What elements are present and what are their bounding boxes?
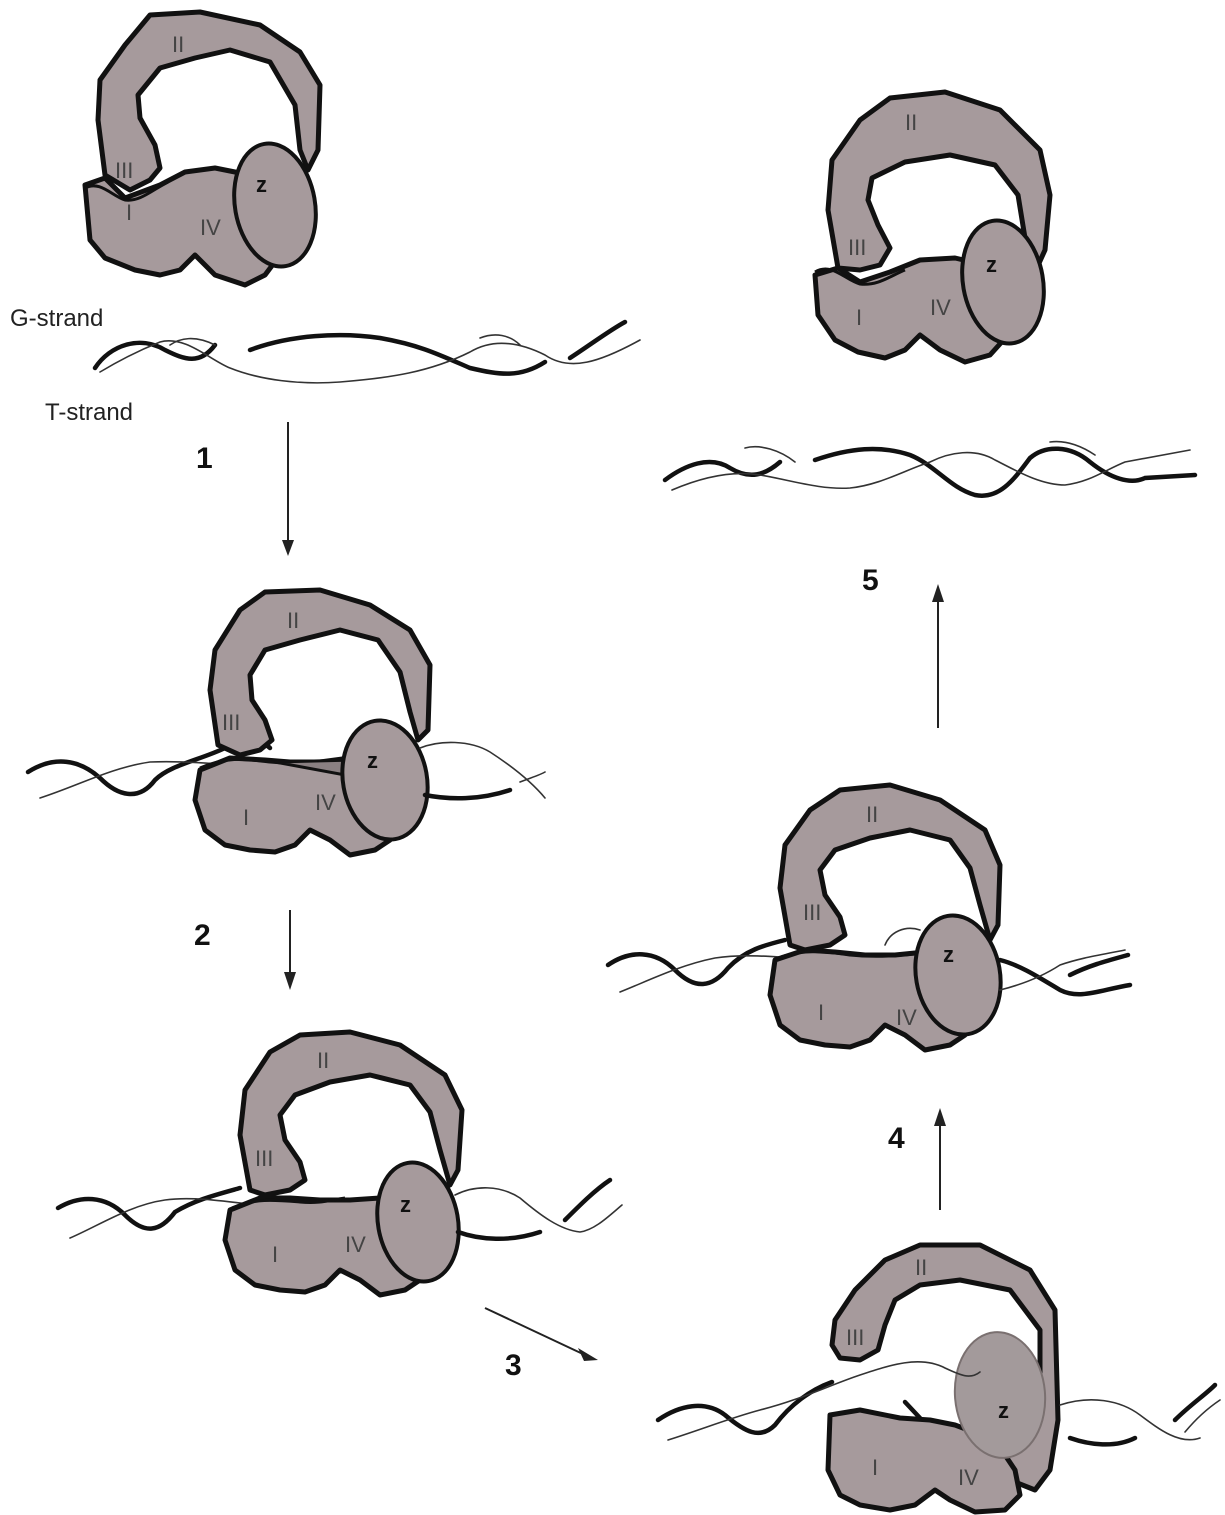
g-strand-label: G-strand (10, 305, 103, 332)
step-3-arrow: 3 (485, 1308, 598, 1382)
step-1-arrow: 1 (196, 422, 294, 556)
domain-label-ii: II (915, 1255, 927, 1280)
domain-label-iv: IV (345, 1232, 366, 1257)
domain-label-i: I (272, 1242, 278, 1267)
step-5-arrow: 5 (862, 564, 944, 728)
domain-label-i: I (856, 305, 862, 330)
domain-label-ii: II (287, 608, 299, 633)
domain-label-i: I (818, 1000, 824, 1025)
step-5-label: 5 (862, 564, 879, 597)
step-2-label: 2 (194, 919, 211, 952)
domain-label-i: I (243, 805, 249, 830)
domain-label-z: z (367, 748, 378, 773)
domain-label-iii: III (803, 900, 821, 925)
step-1-label: 1 (196, 442, 213, 475)
domain-label-iv: IV (896, 1005, 917, 1030)
step-4-arrow: 4 (888, 1108, 946, 1210)
domain-label-ii: II (866, 802, 878, 827)
domain-label-z: z (998, 1398, 1009, 1423)
domain-label-i: I (872, 1455, 878, 1480)
domain-label-iii: III (222, 710, 240, 735)
stage-released: II III I IV z (665, 92, 1195, 496)
domain-label-ii: II (317, 1048, 329, 1073)
g-strand-dna (95, 322, 625, 374)
step-3-label: 3 (505, 1349, 522, 1382)
stage-g-strand-cleaved: II III I IV z (58, 1032, 622, 1295)
stage-g-strand-religated: II III I IV z (608, 785, 1130, 1050)
step-2-arrow: 2 (194, 910, 296, 990)
domain-label-z: z (943, 942, 954, 967)
domain-label-ii: II (905, 110, 917, 135)
domain-label-iii: III (848, 235, 866, 260)
t-strand-label: T-strand (45, 399, 133, 426)
domain-label-i: I (126, 200, 132, 225)
domain-label-z: z (400, 1192, 411, 1217)
domain-label-iii: III (115, 158, 133, 183)
stage-t-strand-passage: II III I IV z (658, 1245, 1220, 1512)
g-strand-dna (665, 449, 1195, 496)
step-4-label: 4 (888, 1122, 905, 1155)
stage-dna-bound: II III I IV z (28, 590, 545, 855)
stage-initial: II III I IV z G-strand T-strand (10, 12, 640, 426)
domain-label-iv: IV (315, 790, 336, 815)
domain-label-iii: III (846, 1325, 864, 1350)
domain-label-z: z (256, 172, 267, 197)
domain-label-z: z (986, 252, 997, 277)
domain-label-ii: II (172, 32, 184, 57)
domain-label-iv: IV (958, 1465, 979, 1490)
domain-label-iv: IV (200, 215, 221, 240)
domain-label-iv: IV (930, 295, 951, 320)
domain-label-iii: III (255, 1146, 273, 1171)
